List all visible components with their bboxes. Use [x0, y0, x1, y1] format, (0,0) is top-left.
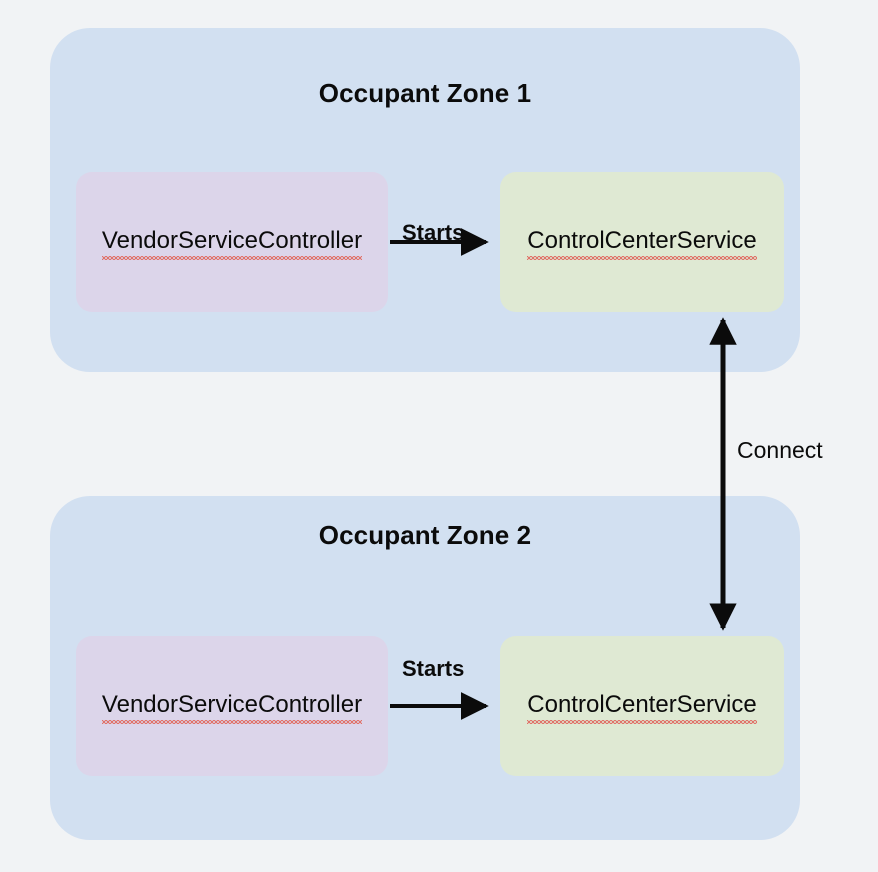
node-label-vendor-service-controller: VendorServiceController [101, 227, 363, 260]
node-control-center-service-zone-1[interactable]: ControlCenterService [500, 172, 784, 312]
occupant-zone-1-container: Occupant Zone 1 VendorServiceController … [50, 28, 800, 372]
edge-label-starts-zone-1: Starts [402, 220, 465, 245]
node-control-center-service-zone-2[interactable]: ControlCenterService [500, 636, 784, 776]
edge-label-starts-zone-2: Starts [402, 656, 465, 681]
node-label-control-center-service: ControlCenterService [527, 227, 758, 260]
node-vendor-service-controller-zone-1[interactable]: VendorServiceController [76, 172, 388, 312]
occupant-zone-2-title: Occupant Zone 2 [318, 520, 532, 550]
node-label-vendor-service-controller: VendorServiceController [101, 691, 363, 724]
edge-label-connect: Connect [737, 437, 823, 463]
occupant-zone-2-container: Occupant Zone 2 VendorServiceController … [50, 496, 800, 840]
node-label-control-center-service: ControlCenterService [527, 691, 758, 724]
occupant-zone-1-title: Occupant Zone 1 [318, 78, 532, 108]
node-vendor-service-controller-zone-2[interactable]: VendorServiceController [76, 636, 388, 776]
